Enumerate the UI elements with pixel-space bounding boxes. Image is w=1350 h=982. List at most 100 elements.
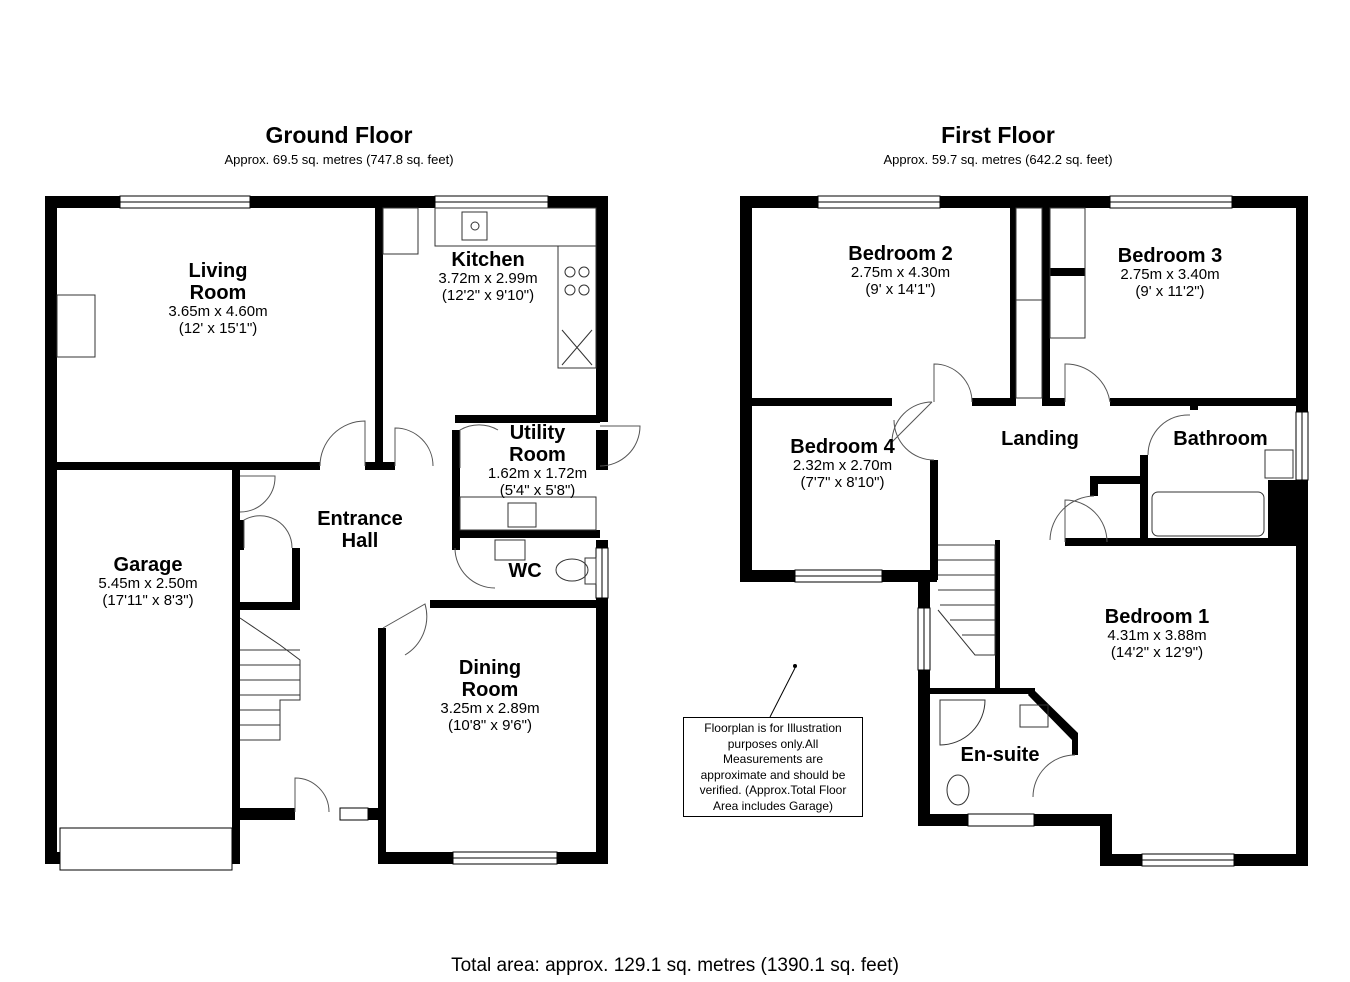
ff-wall-right-bath	[1268, 480, 1308, 542]
room-bedroom-1: Bedroom 1 4.31m x 3.88m (14'2" x 12'9")	[1072, 606, 1242, 661]
room-imperial: (5'4" x 5'8")	[499, 481, 576, 499]
wc-toilet	[555, 558, 589, 582]
door-bed2	[891, 401, 933, 444]
gf-wall-bottom-dining-right	[557, 852, 608, 864]
ff-wall-ensuite-bottom-left	[918, 814, 968, 826]
ff-wall-right-upper	[1296, 196, 1308, 412]
ff-wall-top-right	[1232, 196, 1307, 208]
room-name: Room	[189, 282, 247, 304]
gf-wall-top-mid	[250, 196, 435, 208]
ff-wall-cupboard-left	[1090, 484, 1098, 496]
first-floor-area: Approx. 59.7 sq. metres (642.2 sq. feet)	[883, 152, 1113, 167]
ff-wall-ensuite-top	[930, 688, 1035, 694]
hob-ring	[564, 284, 576, 296]
wc-cistern	[584, 557, 597, 585]
ff-wall-top-left	[740, 196, 818, 208]
door-utility	[459, 424, 499, 468]
ff-wall-top-mid	[940, 196, 1110, 208]
room-imperial: (9' x 14'1")	[865, 280, 936, 298]
room-living: Living Room 3.65m x 4.60m (12' x 15'1")	[138, 260, 298, 337]
utility-counter	[459, 496, 597, 531]
door-front	[294, 777, 330, 813]
room-metric: 3.65m x 4.60m	[168, 303, 268, 320]
kitchen-drain	[470, 221, 480, 231]
room-garage: Garage 5.45m x 2.50m (17'11" x 8'3")	[68, 554, 228, 609]
room-imperial: (17'11" x 8'3")	[102, 591, 194, 609]
gf-wall-hall-bottom	[240, 808, 295, 820]
window-hall	[339, 807, 369, 821]
windows	[59, 195, 1309, 871]
room-imperial: (10'8" x 9'6")	[448, 716, 532, 734]
room-name: Bedroom 2	[848, 243, 953, 265]
room-name: Dining	[458, 657, 522, 679]
room-landing: Landing	[980, 428, 1100, 450]
ff-wall-bed2-landing-right	[972, 398, 1012, 406]
ff-wall-bed1-bottom-right	[1234, 854, 1308, 866]
ff-wall-bath-top	[1190, 406, 1198, 410]
doors	[239, 363, 1191, 813]
room-metric: 2.75m x 4.30m	[850, 264, 951, 281]
gf-wall-cupboard-right	[292, 548, 300, 610]
room-metric: 4.31m x 3.88m	[1107, 627, 1207, 644]
room-bedroom-3: Bedroom 3 2.75m x 3.40m (9' x 11'2")	[1090, 245, 1250, 300]
room-metric: 5.45m x 2.50m	[98, 575, 198, 592]
door-bed1	[1064, 499, 1108, 543]
door-dining	[382, 603, 428, 656]
room-name: Living	[188, 260, 248, 282]
room-entrance-hall: Entrance Hall	[305, 508, 415, 552]
gf-wall-bottom-left	[45, 852, 60, 864]
fireplace	[56, 294, 96, 358]
door-bath	[1147, 414, 1191, 456]
ff-wall-bath-left	[1140, 455, 1148, 540]
ff-wall-bed1-top	[1065, 538, 1296, 546]
door-bed3	[1064, 363, 1111, 403]
door-wc	[454, 547, 496, 589]
door-cupboard-ff	[1049, 495, 1095, 541]
ground-stairs	[239, 617, 301, 741]
gf-wall-right-upper	[596, 196, 608, 422]
total-area: Total area: approx. 129.1 sq. metres (13…	[451, 955, 899, 976]
wc-basin	[494, 539, 526, 561]
ff-wall-bed2-landing-left	[752, 398, 892, 406]
room-name: Bedroom 1	[1104, 606, 1210, 628]
ff-wall-bed1-bottom-left	[1100, 854, 1142, 866]
gf-wall-utility-left	[452, 430, 460, 550]
room-name: Bathroom	[1173, 428, 1268, 450]
ff-wall-ensuite-diag	[1028, 688, 1078, 740]
bathroom-basin	[1264, 449, 1294, 479]
room-metric: 1.62m x 1.72m	[487, 465, 588, 482]
ff-wall-ensuite-bottom-right	[1034, 814, 1106, 826]
ff-wall-wardrobe	[1010, 208, 1016, 406]
room-metric: 2.32m x 2.70m	[792, 457, 893, 474]
ensuite-basin	[1019, 704, 1049, 728]
room-name: Room	[509, 444, 566, 466]
door-utility-ext	[599, 425, 641, 467]
room-imperial: (7'7" x 8'10")	[800, 473, 885, 491]
ensuite-shower	[939, 699, 986, 746]
gf-wall-living-garage	[57, 462, 320, 470]
ff-wall-bed1-step	[1100, 814, 1112, 866]
gf-wall-kitchen-utility	[455, 415, 600, 423]
ff-wall-bed3-landing-right	[1110, 398, 1296, 406]
kitchen-counter	[434, 207, 597, 247]
wardrobe-bed2	[1015, 207, 1043, 399]
room-imperial: (9' x 11'2")	[1135, 282, 1205, 300]
room-name: Kitchen	[451, 249, 525, 271]
door-bed2b	[933, 363, 973, 403]
first-floor-walls	[740, 196, 1308, 866]
room-imperial: (12' x 15'1")	[178, 319, 258, 337]
room-metric: 3.25m x 2.89m	[440, 700, 540, 717]
room-name: Hall	[341, 530, 379, 552]
appliance-cross	[561, 329, 593, 366]
ff-wall-ensuite-left	[918, 670, 930, 826]
gf-wall-left	[45, 196, 57, 864]
room-name: Bedroom 3	[1117, 245, 1223, 267]
note-pointer	[769, 667, 796, 718]
door-ensuite	[1032, 754, 1076, 798]
door-garage	[239, 475, 276, 513]
room-bedroom-4: Bedroom 4 2.32m x 2.70m (7'7" x 8'10")	[760, 436, 925, 491]
first-floor-title: First Floor	[941, 122, 1055, 148]
gf-wall-right-utility	[596, 430, 608, 470]
room-bathroom: Bathroom	[1158, 428, 1283, 450]
